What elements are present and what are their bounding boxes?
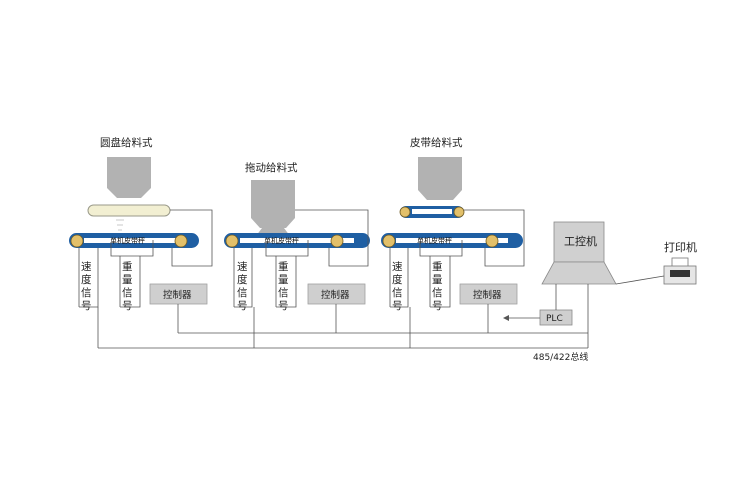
printer: 打印机 [615, 240, 697, 285]
speed-signal-char: 信 [237, 287, 248, 299]
feeder-label-drag: 拖动给料式 [245, 161, 298, 174]
weight-signal-char: 信 [278, 287, 289, 299]
speed-signal-char: 速 [392, 261, 403, 273]
ipc-base [541, 261, 617, 285]
weight-signal-char: 号 [122, 300, 133, 312]
industrial-pc: 工控机 [541, 221, 617, 285]
speed-signal-char: 信 [81, 287, 92, 299]
speed-signal-char: 度 [81, 273, 92, 286]
weight-signal-char: 量 [432, 274, 443, 286]
belt-scale-label-2: 单机皮带秤 [264, 236, 299, 245]
roller-icon [382, 234, 396, 248]
roller-icon [330, 234, 344, 248]
bus: 485/422总线 [97, 284, 589, 363]
weight-signal-char: 号 [432, 300, 443, 312]
section-drag-feeder: 拖动给料式 单机皮带秤 速 度 信 号 重 量 信 号 控制器 [224, 161, 370, 333]
weight-signal-char: 号 [278, 300, 289, 312]
controller-label-2: 控制器 [321, 289, 350, 301]
controller-label-1: 控制器 [163, 289, 192, 301]
speed-signal-char: 度 [392, 273, 403, 286]
arrow-left-icon [503, 315, 509, 321]
hopper-disc [107, 157, 151, 198]
weight-signal-char: 重 [122, 260, 133, 273]
speed-signal-char: 信 [392, 287, 403, 299]
speed-signal-char: 号 [237, 300, 248, 312]
plc-unit: PLC [503, 284, 573, 326]
weight-signal-char: 重 [278, 260, 289, 273]
feeder-label-disc: 圆盘给料式 [100, 136, 153, 149]
weight-signal-char: 量 [122, 274, 133, 286]
feeder-label-belt: 皮带给料式 [410, 136, 463, 149]
speed-signal-char: 度 [237, 273, 248, 286]
roller-icon [399, 206, 411, 218]
hopper-belt [418, 157, 462, 200]
roller-icon [453, 206, 465, 218]
controller-box-2 [307, 283, 366, 305]
controller-box-3 [459, 283, 518, 305]
weight-signal-char: 信 [432, 287, 443, 299]
belt-scale-label-1: 单机皮带秤 [110, 236, 145, 245]
printer-label: 打印机 [664, 240, 697, 254]
roller-icon [174, 234, 188, 248]
roller-icon [225, 234, 239, 248]
roller-icon [485, 234, 499, 248]
weight-signal-char: 信 [122, 287, 133, 299]
feeder-disc [87, 204, 171, 217]
bus-label: 485/422总线 [533, 351, 588, 363]
hopper-drag [251, 180, 295, 228]
plc-label: PLC [546, 314, 563, 324]
section-disc-feeder: 圆盘给料式 单机皮带秤 速 度 信 号 重 量 信 号 控制器 [69, 136, 213, 333]
speed-signal-char: 号 [81, 300, 92, 312]
speed-signal-char: 速 [81, 261, 92, 273]
belt-scale-label-3: 单机皮带秤 [417, 236, 452, 245]
section-belt-feeder: 皮带给料式 单机皮带秤 速 度 信 号 重 量 信 号 控制器 [381, 136, 525, 333]
controller-box-1 [149, 283, 208, 305]
speed-signal-char: 速 [237, 261, 248, 273]
weight-signal-char: 量 [278, 274, 289, 286]
roller-icon [70, 234, 84, 248]
weight-signal-char: 重 [432, 260, 443, 273]
ipc-screen [553, 221, 605, 263]
speed-signal-char: 号 [392, 300, 403, 312]
ipc-label: 工控机 [564, 234, 597, 248]
controller-label-3: 控制器 [473, 289, 502, 301]
